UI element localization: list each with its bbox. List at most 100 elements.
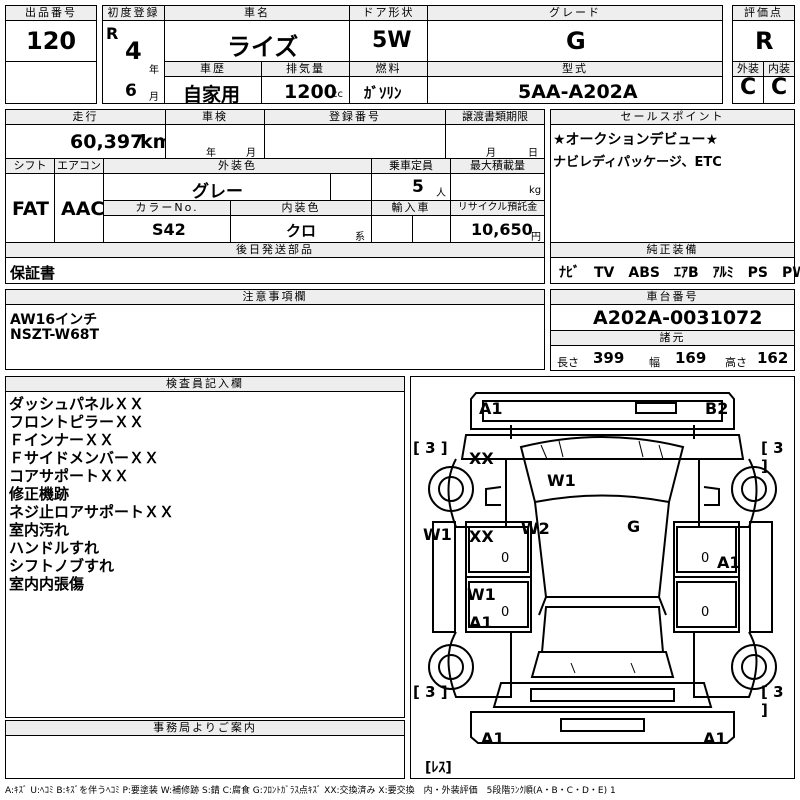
mark-tire-bl: [ 3 ] — [413, 683, 448, 701]
inspection-cell: 年 月 — [165, 124, 265, 159]
interior-grade: C — [771, 75, 788, 100]
shift-header: シフト — [5, 158, 55, 174]
inspection-header: 車検 — [165, 109, 265, 125]
mileage-value: 60,397 — [70, 131, 144, 153]
inspection-year: 年 — [206, 148, 216, 159]
interior-grade-header: 内装 — [763, 61, 795, 77]
lot-number-header: 出品番号 — [5, 5, 97, 21]
sales-line-1: ★オークションデビュー★ — [553, 132, 719, 148]
colorno-value: S42 — [152, 220, 186, 239]
mark-tire-br: [ 3 ] — [761, 683, 784, 719]
capacity-value: 5 — [412, 177, 424, 197]
inspector-line-4: ＦサイドメンバーＸＸ — [9, 449, 160, 467]
inspector-line-11: 室内内張傷 — [9, 575, 85, 593]
displacement-value: 1200 — [284, 81, 337, 103]
score-value: R — [755, 27, 774, 55]
height-value: 162 — [757, 349, 789, 367]
load-cell: kg — [450, 173, 545, 201]
door-cell: 5W — [349, 20, 428, 62]
mark-fr-corner: B2 — [705, 399, 729, 418]
mark-left-xx: XX — [469, 527, 494, 546]
equipment-value: ﾅﾋﾞ TV ABS ｴｱB ｱﾙﾐ PS PW — [559, 265, 800, 281]
inspector-line-9: ハンドルすれ — [9, 539, 100, 557]
colorno-header: カラーNo. — [103, 200, 231, 216]
fuel-value: ｶﾞｿﾘﾝ — [364, 84, 402, 102]
inspection-month: 月 — [246, 148, 256, 159]
exterior-grade: C — [740, 75, 757, 100]
car-name-cell: ライズ — [164, 20, 350, 62]
interior-color-cell: クロ 系 — [230, 215, 372, 243]
sales-header: セールスポイント — [550, 109, 795, 125]
mark-left-w2: W2 — [521, 519, 550, 538]
equipment-cell: ﾅﾋﾞ TV ABS ｴｱB ｱﾙﾐ PS PW — [550, 257, 800, 284]
shift-cell: FAT — [5, 173, 55, 243]
reg-month: 6 — [125, 81, 137, 101]
mark-roof-g: G — [627, 517, 641, 536]
displacement-unit: cc — [332, 89, 343, 100]
capacity-header: 乗車定員 — [371, 158, 451, 174]
year-unit: 年 — [149, 65, 159, 76]
grade-header: グレード — [427, 5, 723, 21]
era: R — [106, 24, 119, 43]
ac-header: エアコン — [54, 158, 104, 174]
score-cell: R — [732, 20, 795, 62]
score-header: 評価点 — [732, 5, 795, 21]
mark-zero-3: 0 — [701, 551, 710, 566]
chassis-value: A202A-0031072 — [593, 307, 763, 329]
inspector-header: 検査員記入欄 — [5, 376, 405, 392]
interior-color-value: クロ — [286, 222, 317, 240]
inspector-line-1: ダッシュパネルＸＸ — [9, 395, 145, 413]
mileage-unit: km — [140, 131, 173, 153]
mark-bottom-left: A1 — [481, 729, 505, 748]
capacity-cell: 5 人 — [371, 173, 451, 201]
recycle-unit: 円 — [531, 232, 541, 243]
colorno-cell: S42 — [103, 215, 231, 243]
car-outline — [428, 392, 777, 744]
fuel-cell: ｶﾞｿﾘﾝ — [349, 76, 428, 104]
chassis-header: 車台番号 — [550, 289, 795, 305]
history-value: 自家用 — [183, 84, 241, 106]
lot-number-cell: 120 — [5, 20, 97, 62]
width-label: 幅 — [649, 356, 660, 369]
interior-color-header: 内装色 — [230, 200, 372, 216]
length-label: 長さ — [557, 356, 579, 369]
mark-zero-4: 0 — [701, 605, 710, 620]
mileage-cell: 60,397 km — [5, 124, 172, 159]
grade-cell: G — [427, 20, 723, 62]
ac-cell: AAC — [54, 173, 104, 243]
door-header: ドア形状 — [349, 5, 428, 21]
chassis-cell: A202A-0031072 — [550, 304, 795, 331]
color-cell: グレー — [103, 173, 331, 202]
transfer-day: 日 — [528, 148, 538, 159]
sales-cell: ★オークションデビュー★ ナビレディパッケージ、ETC — [550, 124, 795, 243]
color-header: 外装色 — [103, 158, 372, 174]
import-cell-2 — [412, 215, 451, 243]
notes-line-1: AW16インチ — [10, 312, 98, 328]
grade-value: G — [566, 27, 586, 55]
ac-value: AAC — [61, 198, 105, 220]
transfer-header: 譲渡書類期限 — [445, 109, 545, 125]
later-parts-value: 保証書 — [10, 264, 56, 282]
first-reg-header: 初度登録 — [102, 5, 165, 21]
mark-tire-tr: [ 3 ] — [761, 439, 784, 475]
mark-bottom-right: A1 — [703, 729, 727, 748]
model-cell: 5AA-A202A — [427, 76, 723, 104]
office-cell — [5, 735, 405, 779]
regno-header: 登録番号 — [264, 109, 446, 125]
legend: A:ｷｽﾞ U:ﾍｺﾐ B:ｷｽﾞを伴うﾍｺﾐ P:要塗装 W:補修跡 S:錆 … — [5, 786, 616, 796]
car-name: ライズ — [227, 33, 299, 61]
inspector-line-2: フロントピラーＸＸ — [9, 413, 145, 431]
shift-value: FAT — [12, 198, 49, 220]
color-extra-cell — [330, 173, 372, 201]
mark-hood-left: XX — [469, 449, 494, 468]
sales-line-2: ナビレディパッケージ、ETC — [553, 155, 722, 170]
recycle-value: 10,650 — [471, 220, 533, 239]
inspector-cell: ダッシュパネルＸＸ フロントピラーＸＸ ＦインナーＸＸ ＦサイドメンバーＸＸ コ… — [5, 391, 405, 718]
car-name-header: 車名 — [164, 5, 350, 21]
notes-header: 注意事項欄 — [5, 289, 545, 305]
office-header: 事務局よりご案内 — [5, 720, 405, 736]
mark-left-w1: W1 — [423, 525, 452, 544]
width-value: 169 — [675, 349, 707, 367]
history-header: 車歴 — [164, 61, 262, 77]
interior-color-unit: 系 — [355, 232, 365, 243]
